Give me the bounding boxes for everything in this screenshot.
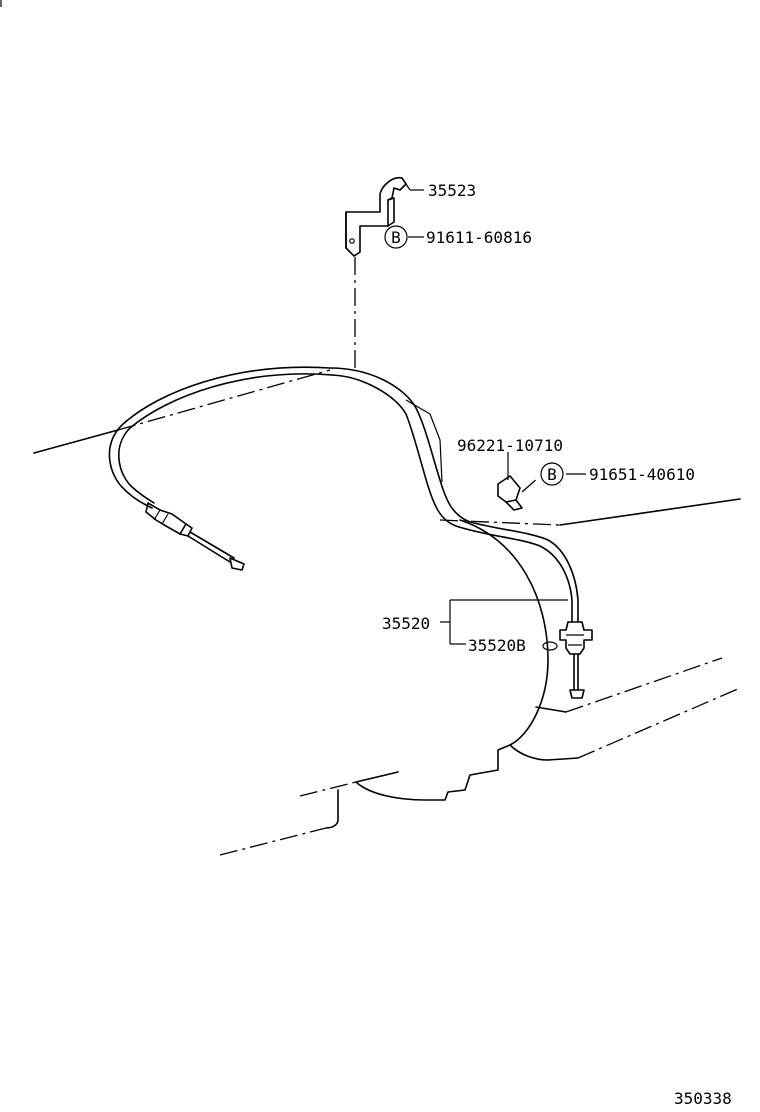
part-labels: 35523 B 91611-60816 96221-10710 B 91651-… bbox=[382, 181, 732, 1108]
badge-circle bbox=[384, 225, 408, 249]
throttle-cable bbox=[108, 366, 593, 699]
part-number-96221-10710: 96221-10710 bbox=[457, 436, 563, 455]
badge-b-label: B bbox=[547, 465, 557, 484]
badge-b-label: B bbox=[391, 228, 401, 247]
part-number-35520b: 35520B bbox=[468, 636, 526, 655]
washer-35520b bbox=[542, 641, 558, 651]
transmission-outline bbox=[33, 369, 741, 856]
part-number-91651-40610: 91651-40610 bbox=[589, 465, 695, 484]
part-number-91611-60816: 91611-60816 bbox=[426, 228, 532, 247]
badge-circle bbox=[540, 462, 564, 486]
bracket-35523 bbox=[345, 176, 424, 370]
clamp-96221-10710 bbox=[497, 452, 539, 511]
part-number-35523: 35523 bbox=[428, 181, 476, 200]
part-number-35520: 35520 bbox=[382, 614, 430, 633]
figure-id: 350338 bbox=[674, 1089, 732, 1108]
leader-lines bbox=[408, 236, 586, 651]
